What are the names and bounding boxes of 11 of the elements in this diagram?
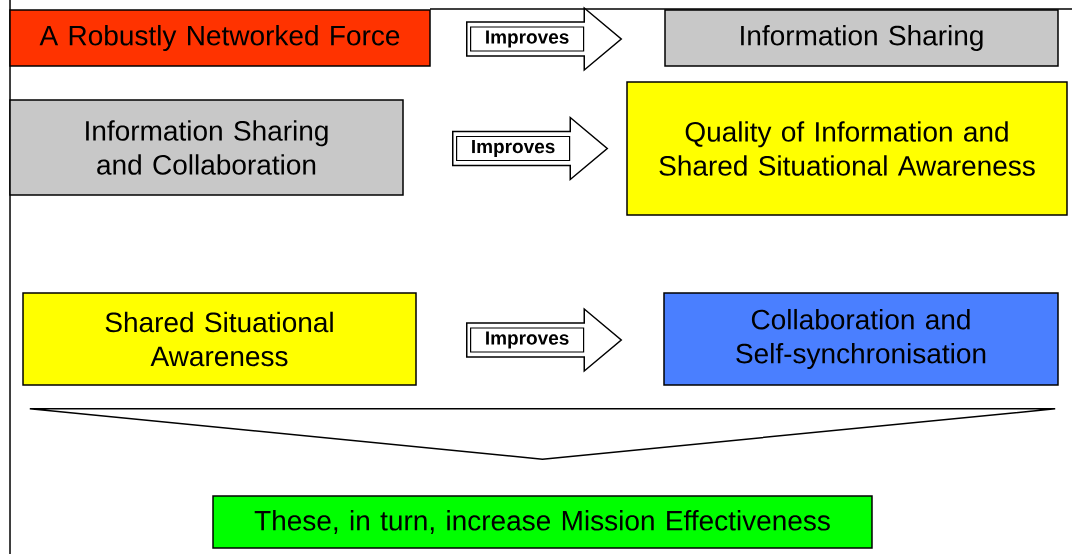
- edge-label: Improves: [470, 26, 585, 52]
- text-box: A Robustly Networked Force: [9, 9, 431, 67]
- text-box: Shared Situational Awareness: [22, 292, 417, 386]
- edge-label: Improves: [470, 327, 585, 353]
- edge-label: Improves: [456, 135, 571, 162]
- text-box: Information Sharing: [664, 9, 1059, 67]
- text-box: These, in turn, increase Mission Effectiveness: [212, 495, 873, 549]
- text-box: Collaboration and Self-synchronisation: [663, 292, 1059, 386]
- text-box: Information Sharing and Collaboration: [9, 99, 404, 196]
- funnel-shape: [29, 408, 1056, 460]
- text-box: Quality of Information and Shared Situational Awareness: [626, 81, 1068, 216]
